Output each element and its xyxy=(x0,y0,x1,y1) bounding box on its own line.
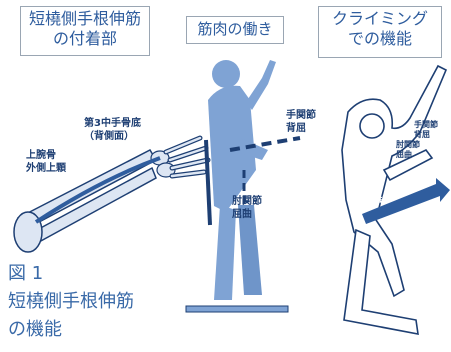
humerus-line1: 上腕骨 xyxy=(26,150,56,161)
climb-elbow-label: 肘関節 屈曲 xyxy=(396,140,420,160)
forearm-bones-illustration xyxy=(13,135,211,253)
figure-number: 図 1 xyxy=(8,263,44,284)
climb-wrist-line1: 手関節 xyxy=(414,120,438,129)
climber-illustration xyxy=(341,64,450,335)
climbing-title-line2: での機能 xyxy=(347,29,412,48)
muscle-action-title: 筋肉の働き xyxy=(197,20,273,38)
figure-caption-line3: の機能 xyxy=(8,319,62,340)
climb-wrist-line2: 背屈 xyxy=(414,130,430,139)
climb-wrist-label: 手関節 背屈 xyxy=(414,120,438,140)
muscle-action-title-box: 筋肉の働き xyxy=(186,16,284,44)
humerus-label: 上腕骨 外側上顆 xyxy=(26,150,66,175)
attachment-title-line2: の付着部 xyxy=(52,29,117,48)
humerus-line2: 外側上顆 xyxy=(26,162,66,174)
climbing-title-box: クライミング での機能 xyxy=(318,6,442,58)
third-metacarpal-line1: 第3中手骨底 xyxy=(84,118,141,129)
climb-elbow-line2: 屈曲 xyxy=(396,150,412,159)
wrist-dorsiflex-line2: 背屈 xyxy=(286,122,306,134)
elbow-flex-line1: 肘関節 xyxy=(232,196,262,207)
climbing-title-line1: クライミング xyxy=(331,9,428,28)
elbow-flex-label: 肘関節 屈曲 xyxy=(232,196,262,221)
wrist-dorsiflex-line1: 手関節 xyxy=(286,110,316,121)
attachment-title-line1: 短橈側手根伸筋 xyxy=(28,9,141,28)
third-metacarpal-label: 第3中手骨底 （背側面） xyxy=(84,118,141,143)
wrist-dorsiflex-label: 手関節 背屈 xyxy=(286,110,316,135)
standing-figure-illustration xyxy=(185,60,301,313)
third-metacarpal-line2: （背側面） xyxy=(84,130,134,142)
attachment-title-box: 短橈側手根伸筋 の付着部 xyxy=(20,6,150,56)
elbow-flex-line2: 屈曲 xyxy=(232,208,252,220)
climb-elbow-line1: 肘関節 xyxy=(396,140,420,149)
figure-caption-line2: 短橈側手根伸筋 xyxy=(8,291,134,312)
